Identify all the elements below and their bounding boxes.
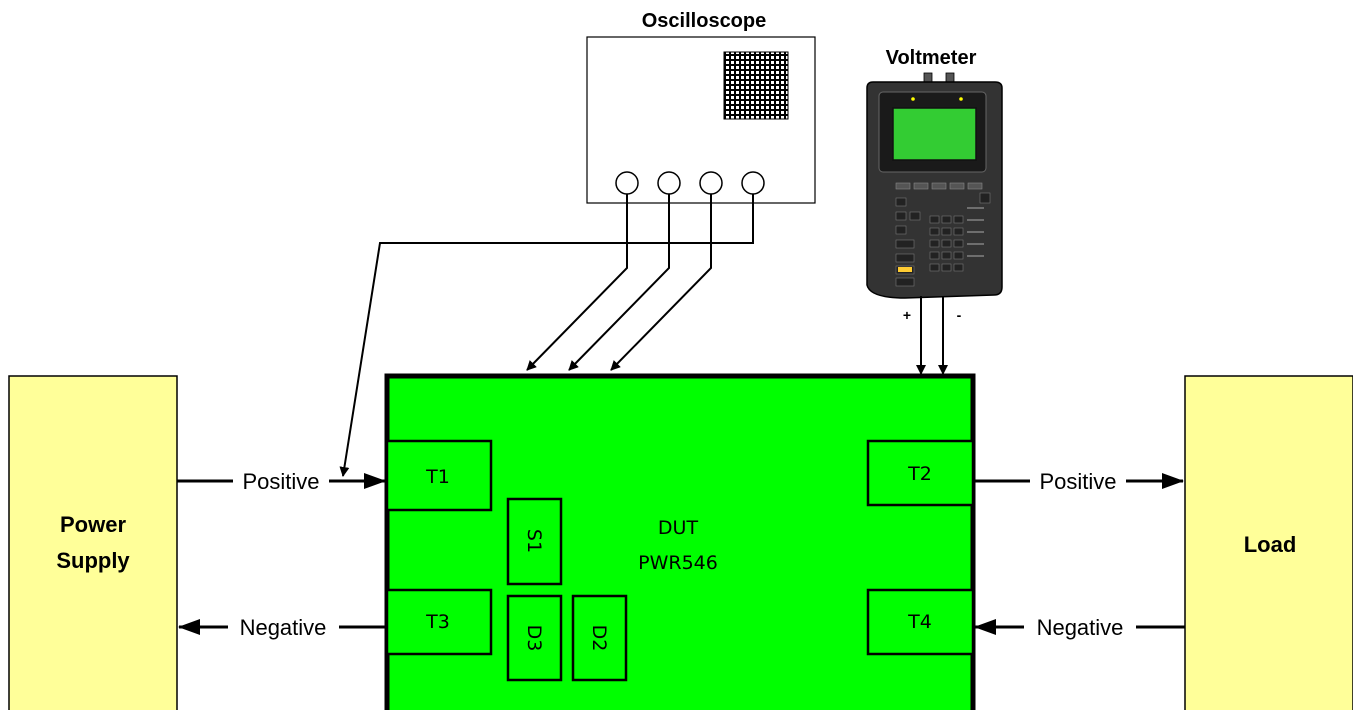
oscilloscope-probe-port-4 [741,171,765,195]
component-d2-label: D2 [588,625,610,652]
oscilloscope-probe-port-1 [615,171,639,195]
voltmeter-leads [916,296,948,375]
terminal-t3: T3 [385,588,493,656]
load-positive-label: Positive [1039,469,1116,494]
voltmeter-display [892,107,977,161]
power-supply-block: Power Supply [8,375,178,710]
oscilloscope-probe-port-3 [699,171,723,195]
component-s1: S1 [506,497,563,586]
terminal-t2-label: T2 [907,463,932,485]
component-d2: D2 [571,594,628,682]
voltmeter-title: Voltmeter [886,47,977,69]
oscilloscope-probe-port-2 [657,171,681,195]
oscilloscope-screen [723,51,789,120]
load-block: Load [1184,375,1353,710]
component-s1-label: S1 [523,529,545,553]
power-supply-label-line2: Supply [56,548,130,573]
component-d3: D3 [506,594,563,682]
probe-lead-2 [568,194,670,371]
power-connections [177,473,1185,635]
terminal-t4: T4 [866,588,975,656]
voltmeter-plus-label: + [903,307,911,323]
terminal-t3-label: T3 [425,611,450,633]
load-negative-label: Negative [1037,615,1124,640]
terminal-t1: T1 [385,439,493,512]
oscilloscope-title: Oscilloscope [642,10,767,32]
probe-lead-4 [339,194,754,477]
terminal-t2: T2 [866,439,975,507]
power-supply-label-line1: Power [60,512,126,537]
component-d3-label: D3 [523,625,545,652]
oscilloscope: Oscilloscope [586,10,816,204]
dut-board: DUT PWR546 T1 T3 T2 T4 S1 D3 [384,373,976,710]
supply-negative-label: Negative [240,615,327,640]
oscilloscope-probe-leads [339,194,754,477]
terminal-t1-label: T1 [425,466,450,488]
probe-lead-3 [610,194,712,371]
dut-name: DUT [658,517,699,539]
voltmeter-minus-label: - [957,307,962,323]
voltmeter: Voltmeter [866,47,1003,323]
terminal-t4-label: T4 [907,611,932,633]
probe-lead-1 [526,194,628,371]
dut-part-number: PWR546 [638,552,718,574]
load-label: Load [1244,532,1297,557]
supply-positive-label: Positive [242,469,319,494]
